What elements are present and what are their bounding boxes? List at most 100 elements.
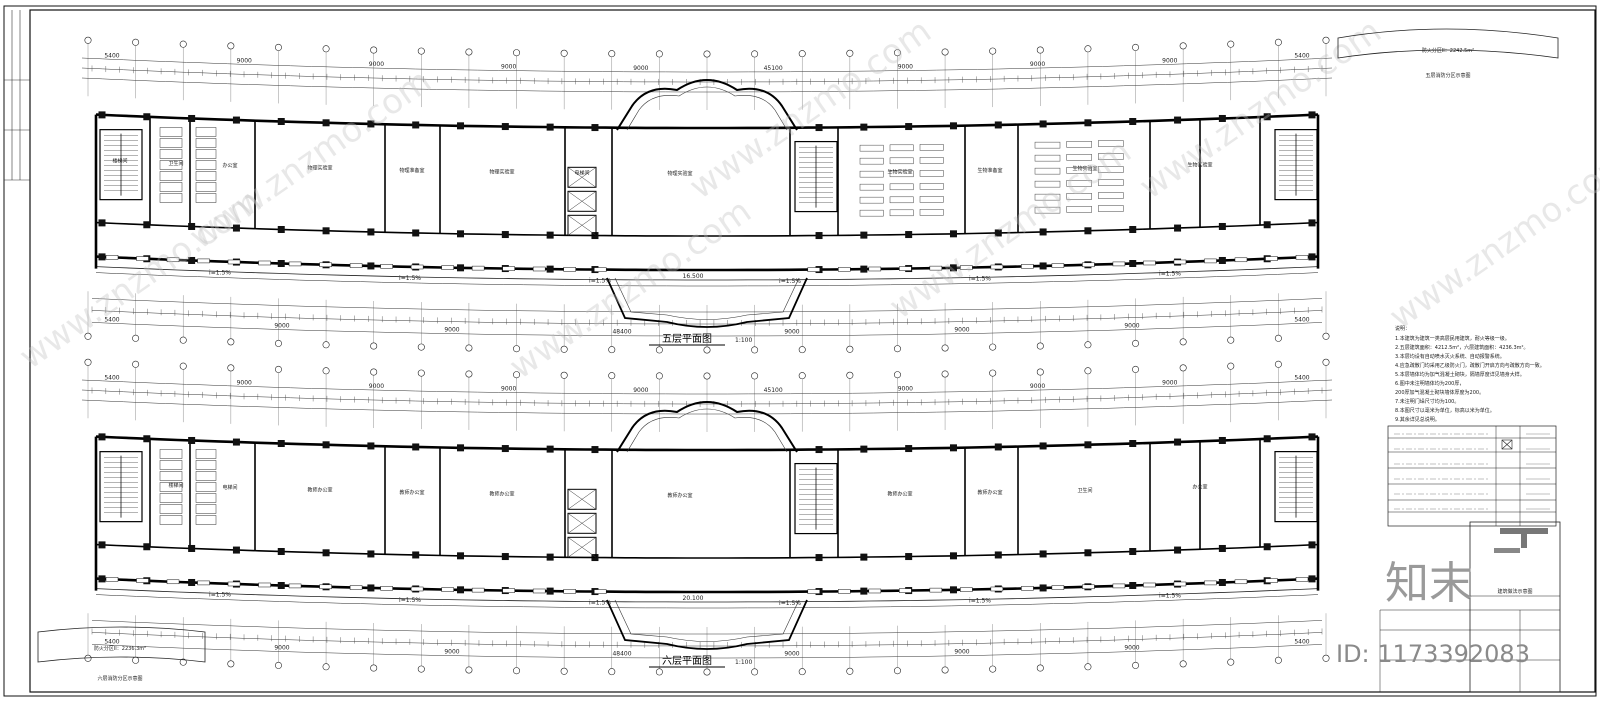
column: [815, 124, 823, 132]
lab-bench: [1034, 167, 1061, 175]
dimension-label: 45100: [764, 65, 783, 72]
window: [1265, 256, 1278, 261]
column: [1308, 219, 1316, 227]
axis-bubble: [84, 36, 92, 44]
axis-bubble: [132, 656, 140, 664]
axis-bubble: [132, 38, 140, 46]
window: [1143, 260, 1156, 266]
watermark-text: www.znzmo.com: [502, 191, 758, 387]
axis-bubble: [370, 342, 378, 350]
stairwell: [1274, 129, 1318, 201]
column: [1084, 441, 1092, 449]
axis-bubble: [1179, 338, 1187, 346]
column: [860, 123, 868, 131]
lab-bench: [919, 196, 944, 203]
design-notes: 说明： 1.本建筑为建筑一类高层民用建筑，耐火等级一级。2.五层建筑面积：421…: [1395, 325, 1545, 423]
window: [258, 260, 271, 266]
room-label: 楼梯间: [112, 158, 127, 165]
column: [949, 264, 957, 272]
dimension-label: 9000: [1162, 379, 1177, 386]
slope-label: i=1.5%: [399, 597, 421, 604]
corridor-wall: [95, 221, 1319, 237]
room-label: 物理实验室: [489, 168, 514, 175]
column: [367, 584, 375, 592]
window: [960, 265, 973, 270]
dimension-label: 9000: [444, 327, 459, 334]
axis-bubble: [703, 668, 711, 676]
dimension-label: 5400: [1294, 638, 1309, 645]
column: [591, 124, 599, 132]
toilet-stall: [159, 149, 183, 159]
room-label: 办公室: [1192, 483, 1207, 490]
column: [457, 122, 465, 130]
axis-bubble: [179, 40, 187, 48]
elevation-mark: 16.500: [683, 273, 704, 280]
elevator-shaft: [567, 536, 597, 558]
notes-line: 2.五层建筑面积：4212.5m²，六层建筑面积：4236.3m²。: [1395, 344, 1529, 351]
column: [367, 550, 375, 558]
axis-bubble: [608, 372, 616, 380]
window: [166, 579, 180, 585]
window: [868, 588, 882, 594]
axis-bubble: [989, 369, 997, 377]
column: [188, 222, 196, 230]
axis-bubble: [227, 660, 235, 668]
window: [1204, 580, 1217, 586]
column: [815, 554, 823, 562]
column: [1129, 548, 1137, 556]
toilet-stall: [195, 193, 217, 203]
axis-bubble: [513, 667, 521, 675]
axis-bubble: [798, 372, 806, 380]
watermark-text: www.znzmo.com: [1382, 141, 1600, 337]
notes-line: 8.本图尺寸以毫米为单位，标高以米为单位。: [1395, 407, 1495, 414]
column: [457, 586, 465, 594]
window: [1082, 262, 1095, 268]
room-label: 楼梯间: [168, 482, 183, 489]
fire-zone-top-text: 防火分区II：2242.5m²: [1422, 47, 1474, 54]
column: [546, 265, 554, 273]
window: [838, 267, 851, 272]
lab-bench: [1034, 154, 1061, 162]
column: [501, 123, 509, 131]
window: [960, 587, 973, 592]
entrance-hall-north: [616, 401, 798, 453]
window: [410, 264, 424, 270]
lab-bench: [1034, 206, 1061, 214]
window: [563, 267, 576, 272]
column: [546, 123, 554, 131]
lab-bench: [1034, 141, 1061, 149]
binding-strip: [4, 10, 30, 181]
column: [143, 221, 151, 229]
axis-bubble: [1084, 341, 1092, 349]
window: [441, 265, 454, 270]
column: [143, 113, 151, 121]
axis-bubble: [1322, 332, 1330, 340]
lab-bench: [1066, 180, 1092, 187]
axis-bubble: [322, 341, 330, 349]
axis-bubble: [655, 372, 663, 380]
window: [471, 587, 485, 593]
axis-bubble: [274, 661, 282, 669]
window: [1112, 583, 1126, 589]
window: [990, 586, 1004, 592]
axis-bubble: [1036, 46, 1044, 54]
axis-bubble: [417, 665, 425, 673]
dimension-label: 9000: [274, 645, 289, 652]
column: [860, 265, 868, 273]
axis-bubble: [1132, 661, 1140, 669]
slope-label: i=1.5%: [969, 597, 991, 604]
toilet-stall: [195, 160, 217, 170]
dimension-label: 9000: [444, 649, 459, 656]
lab-bench: [859, 183, 884, 191]
lab-bench: [1098, 166, 1124, 173]
axis-bubble: [1132, 339, 1140, 347]
column: [1308, 433, 1316, 441]
window: [1234, 579, 1248, 585]
axis-bubble: [751, 50, 759, 58]
exterior-wall-north: [95, 113, 1319, 130]
stairwell: [794, 462, 838, 535]
toilet-stall: [159, 193, 183, 203]
room-label: 卫生间: [1077, 487, 1092, 494]
window: [410, 586, 424, 592]
